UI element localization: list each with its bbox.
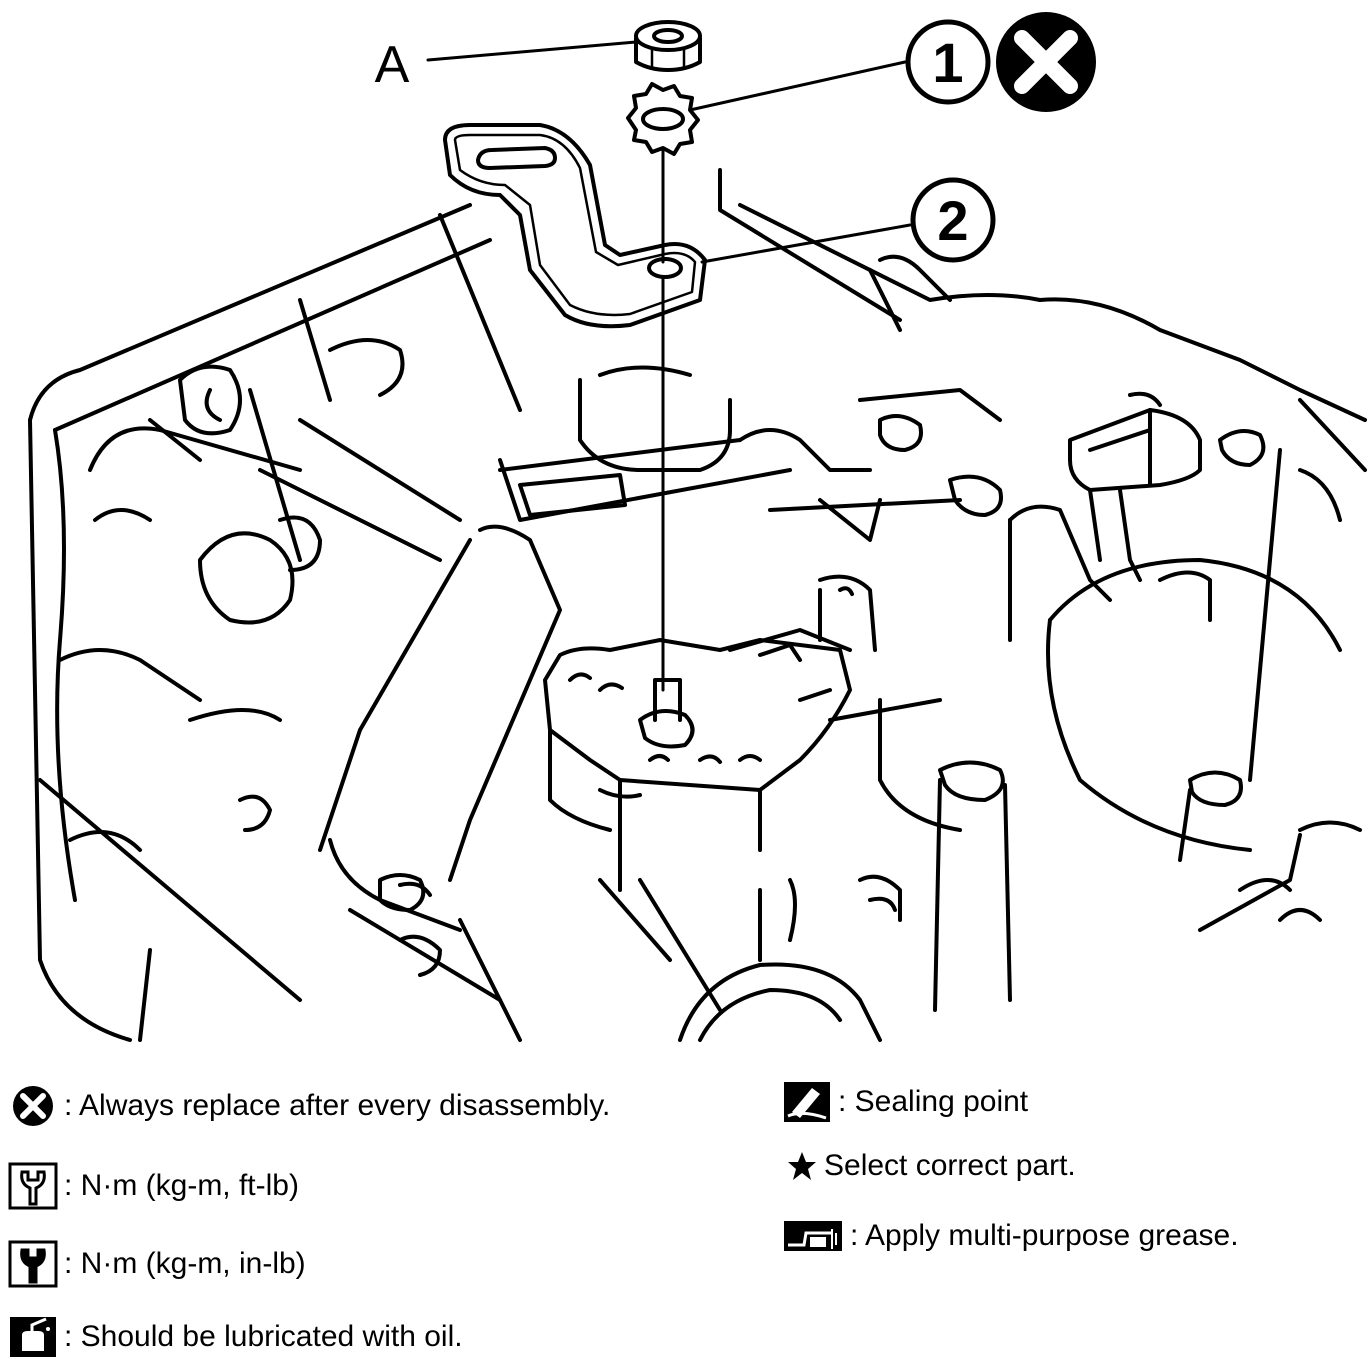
nut-a [634,20,702,72]
sealant-tube-icon [784,1082,830,1122]
wrench-socket-filled-icon [8,1240,58,1288]
callout-label-a: A [375,36,410,94]
exploded-view-diagram: A 1 2 [28,12,1367,1042]
leader-line-2 [700,223,912,264]
callout-label-2: 2 [937,189,968,252]
legend-text-grease: : Apply multi-purpose grease. [850,1219,1239,1252]
lock-washer [626,82,700,156]
transaxle-case [28,168,1367,1042]
callout-label-1: 1 [932,31,963,94]
callout-circle-2 [910,177,996,263]
x-circle-icon [13,1086,53,1126]
star-icon [788,1152,816,1180]
replace-symbol-icon [996,12,1096,112]
legend-text-torque-ft: : N·m (kg-m, ft-lb) [64,1169,299,1202]
legend-row-replace: : Always replace after every disassembly… [8,1085,610,1127]
legend-text-torque-in: : N·m (kg-m, in-lb) [64,1247,306,1280]
oil-can-icon [10,1317,56,1357]
legend-text-star: Select correct part. [824,1149,1076,1182]
legend-row-oil: : Should be lubricated with oil. [8,1315,463,1359]
legend-text-replace: : Always replace after every disassembly… [64,1089,611,1122]
legend-text-sealing: : Sealing point [838,1085,1029,1118]
legend-row-grease: : Apply multi-purpose grease. [782,1218,1239,1254]
legend-row-torque-ft: : N·m (kg-m, ft-lb) [8,1162,299,1210]
leader-line-a [426,40,638,62]
legend-row-sealing: : Sealing point [782,1080,1028,1124]
legend-row-star: Select correct part. [786,1148,1076,1184]
legend-row-torque-in: : N·m (kg-m, in-lb) [8,1240,306,1288]
grease-gun-icon [784,1221,842,1251]
manual-control-lever [443,123,707,329]
wrench-socket-icon [8,1162,58,1210]
legend-text-oil: : Should be lubricated with oil. [64,1320,463,1353]
leader-line-1 [688,60,907,112]
callout-circle-1 [905,19,991,105]
